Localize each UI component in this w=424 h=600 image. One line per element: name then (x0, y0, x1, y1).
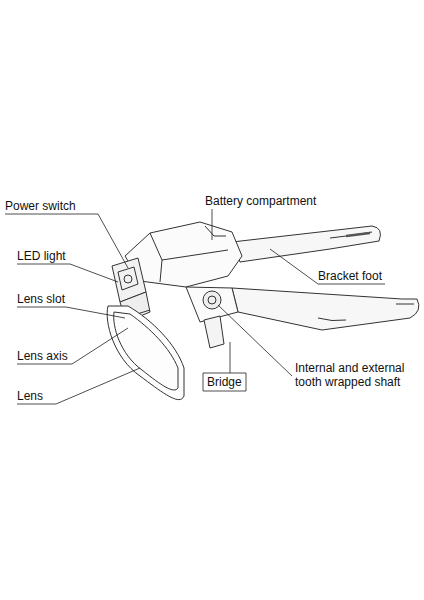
part-label: Power switch (5, 199, 115, 213)
part-label: Lens slot (17, 292, 107, 306)
part-label: LED light (17, 249, 107, 263)
part-label: Internal and external tooth wrapped shaf… (295, 361, 420, 389)
part-label: Lens (17, 389, 77, 403)
part-label: Bracket foot (318, 269, 418, 283)
part-label: Lens axis (17, 349, 107, 363)
part-label: Bridge (207, 375, 247, 389)
part-label: Battery compartment (205, 194, 355, 208)
